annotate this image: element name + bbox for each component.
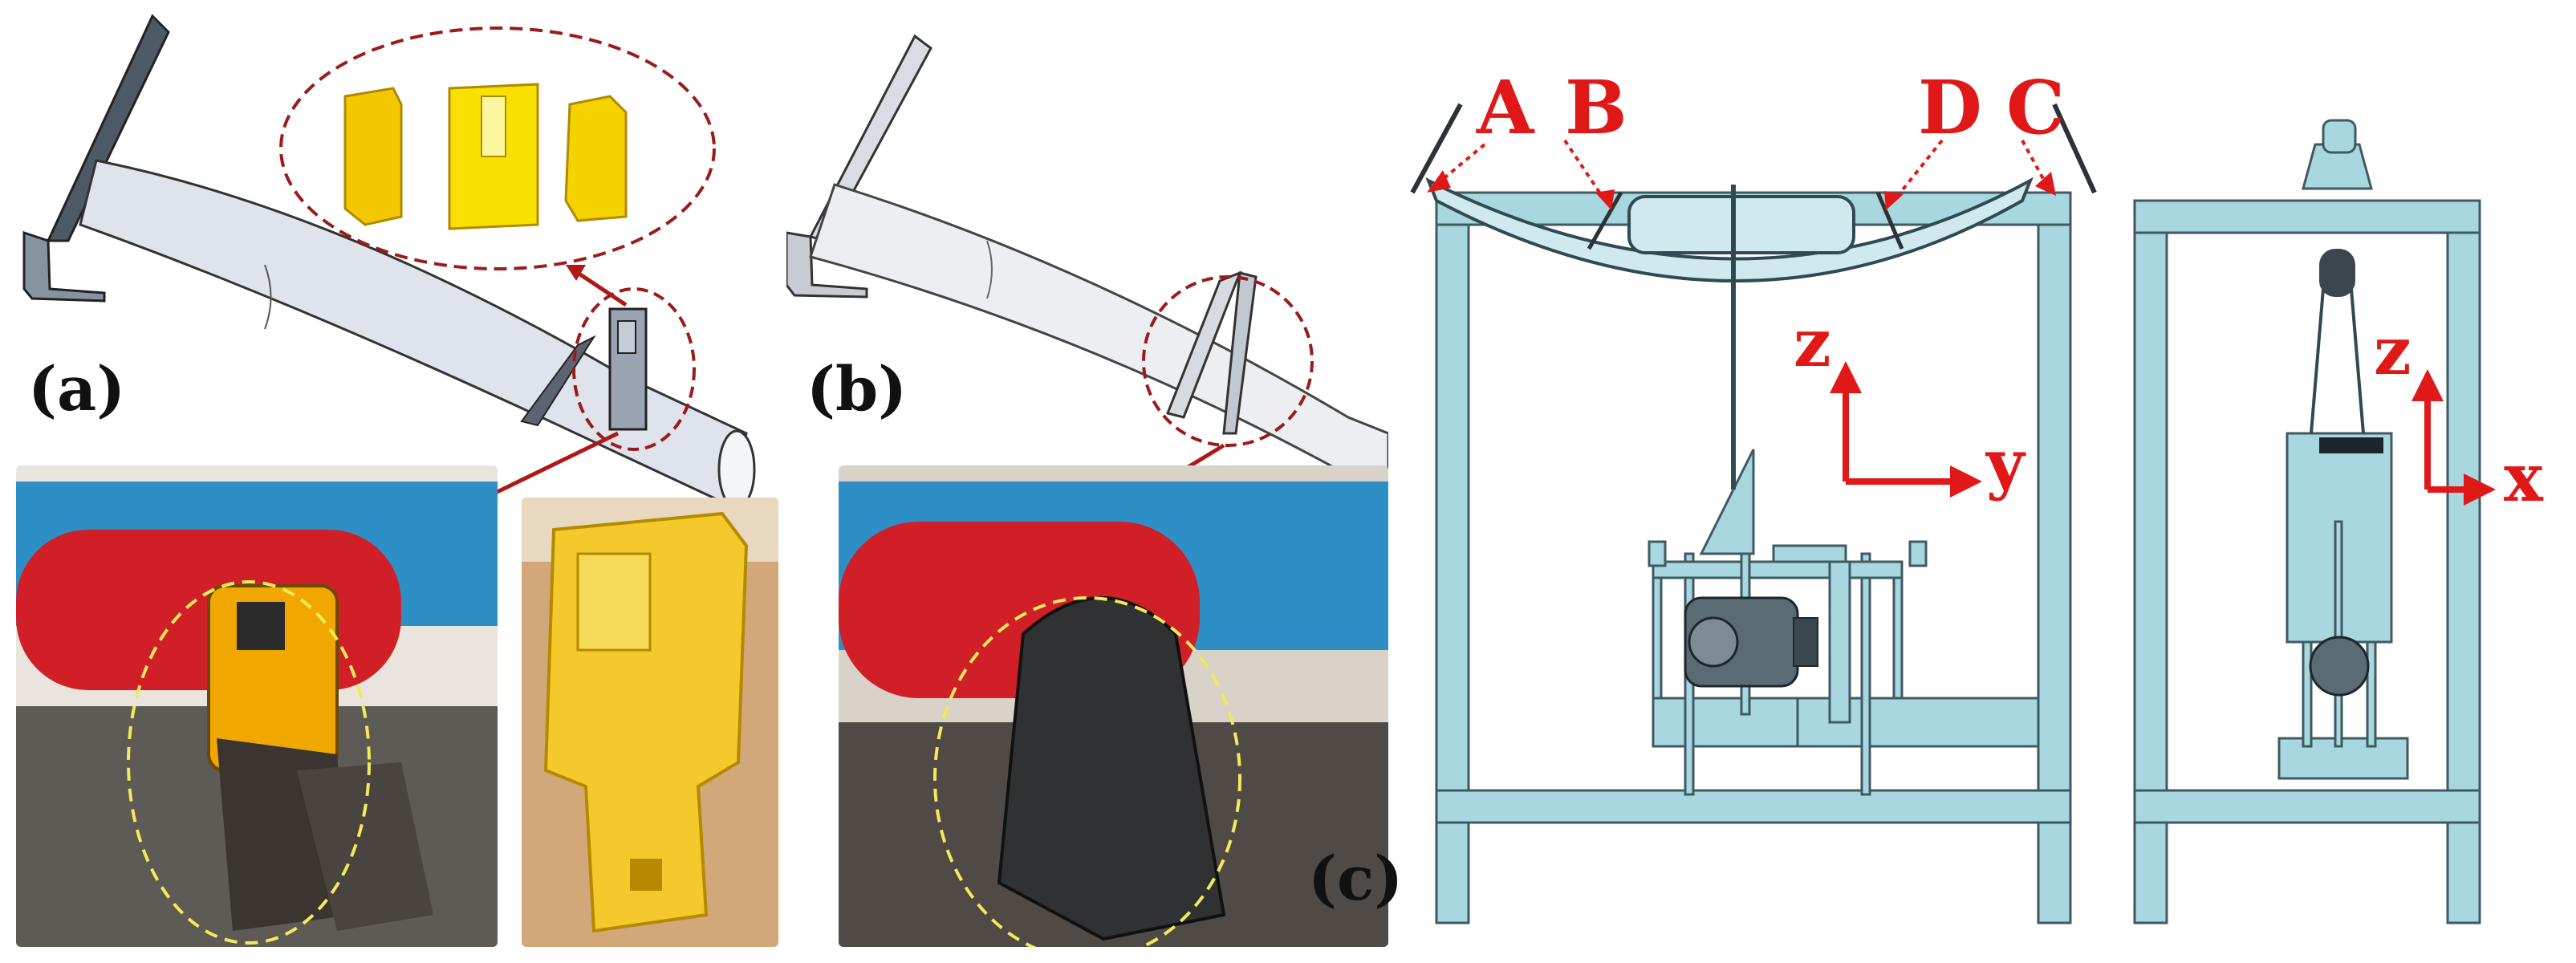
axis-label-x-side: x (2504, 440, 2543, 517)
photo-scraper-installed (16, 465, 498, 947)
yellow-scraper-parts (343, 83, 628, 230)
axis-label-y-front: y (1986, 425, 2025, 502)
panel-label-b: (b) (807, 353, 908, 425)
panel-label-c: (c) (1308, 843, 1404, 914)
fixture-highlight-circle (572, 287, 696, 451)
panel-label-a: (a) (28, 353, 126, 425)
parts-highlight-ellipse (279, 26, 716, 270)
panel-a: (a) (0, 0, 786, 963)
test-rig-front-view (1410, 103, 2516, 924)
point-label-C: C (2006, 64, 2066, 151)
curved-roller-shell-a (79, 159, 756, 510)
point-label-D: D (1918, 64, 1982, 151)
point-label-B: B (1565, 64, 1627, 151)
fixture-highlight-circle-b (1142, 275, 1314, 447)
test-rig-side-view (2133, 199, 2481, 924)
panel-c: A B D C z y z x (c) (1308, 0, 2576, 963)
wiper-fixture-b (1165, 270, 1258, 435)
axis-label-z-front: z (1794, 305, 1831, 382)
axes-front (1830, 361, 1982, 498)
curved-roller-shell-b (809, 183, 1388, 499)
photo-fixture-installed (839, 465, 1388, 947)
point-label-A: A (1477, 64, 1534, 151)
axes-side (2411, 369, 2496, 506)
motor-front (1684, 596, 1818, 688)
panel-b: (b) (786, 0, 1388, 963)
left-bracket-a (22, 14, 170, 303)
axis-label-z-side: z (2374, 313, 2411, 390)
photo-yellow-scraper-part (522, 498, 778, 947)
